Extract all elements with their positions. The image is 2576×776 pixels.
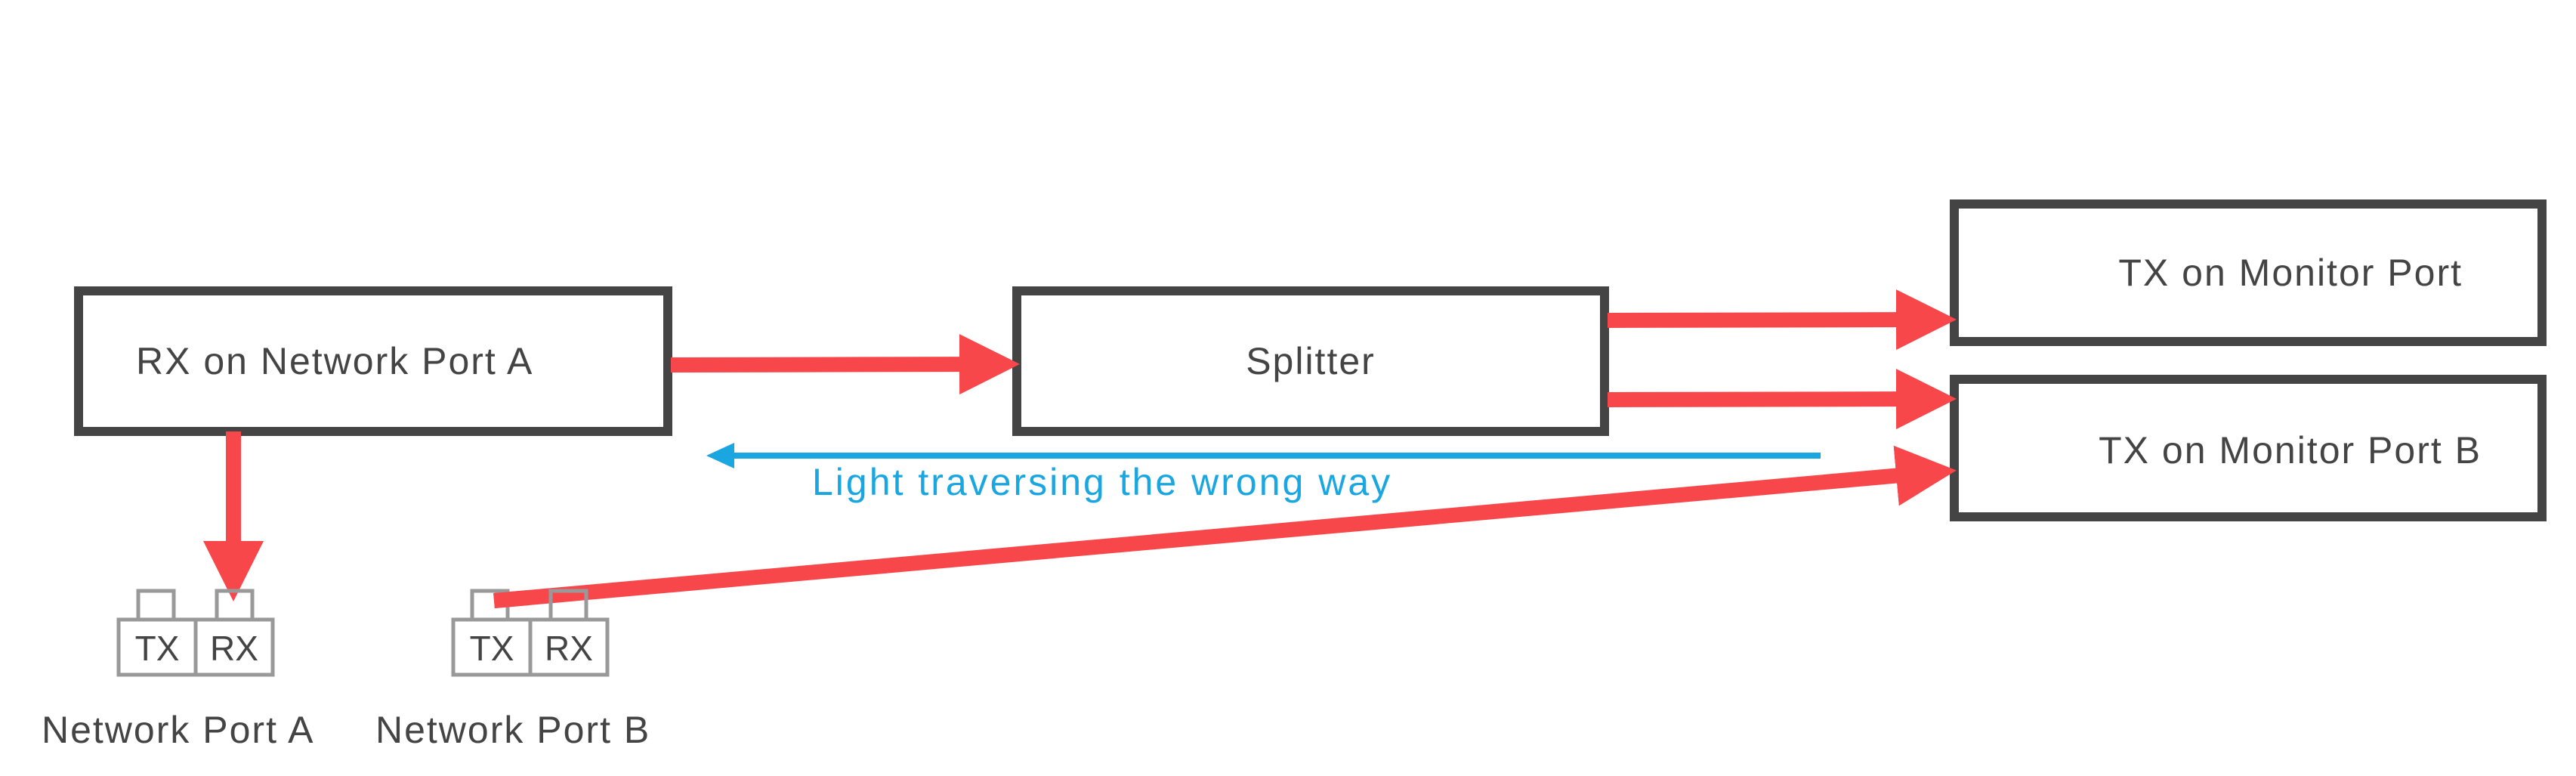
network-port-b-connector: TX RX <box>451 589 610 677</box>
wrong-way-label: Light traversing the wrong way <box>812 461 1392 503</box>
network-port-b-label: Network Port B <box>375 709 650 751</box>
red-arrows <box>203 289 1957 608</box>
box-tx-monitor-port-b: TX on Monitor Port B <box>1950 375 2547 521</box>
network-port-a-connector: TX RX <box>116 589 275 677</box>
port-a-tx-label: TX <box>135 629 180 668</box>
box-label-rx-network-port-a: RX on Network Port A <box>136 340 533 382</box>
network-port-a-label: Network Port A <box>42 709 314 751</box>
box-label-splitter: Splitter <box>1246 340 1376 382</box>
box-rx-network-port-a: RX on Network Port A <box>74 286 672 436</box>
wrong-way-arrow <box>706 443 1821 468</box>
port-a-rx-label: RX <box>210 629 258 668</box>
arrow-port-b-to-monitor-b <box>493 445 1957 608</box>
box-label-tx-monitor-port-b: TX on Monitor Port B <box>2099 429 2482 471</box>
port-b-tx-label: TX <box>470 629 514 668</box>
arrow-rx-to-splitter <box>670 334 1020 395</box>
port-b-rx-label: RX <box>545 629 593 668</box>
box-label-tx-monitor-port: TX on Monitor Port <box>2118 252 2463 294</box>
box-splitter: Splitter <box>1012 286 1609 436</box>
arrow-port-b-origin <box>493 590 530 608</box>
arrow-splitter-to-monitor-b <box>1607 369 1957 430</box>
box-tx-monitor-port: TX on Monitor Port <box>1950 199 2547 346</box>
